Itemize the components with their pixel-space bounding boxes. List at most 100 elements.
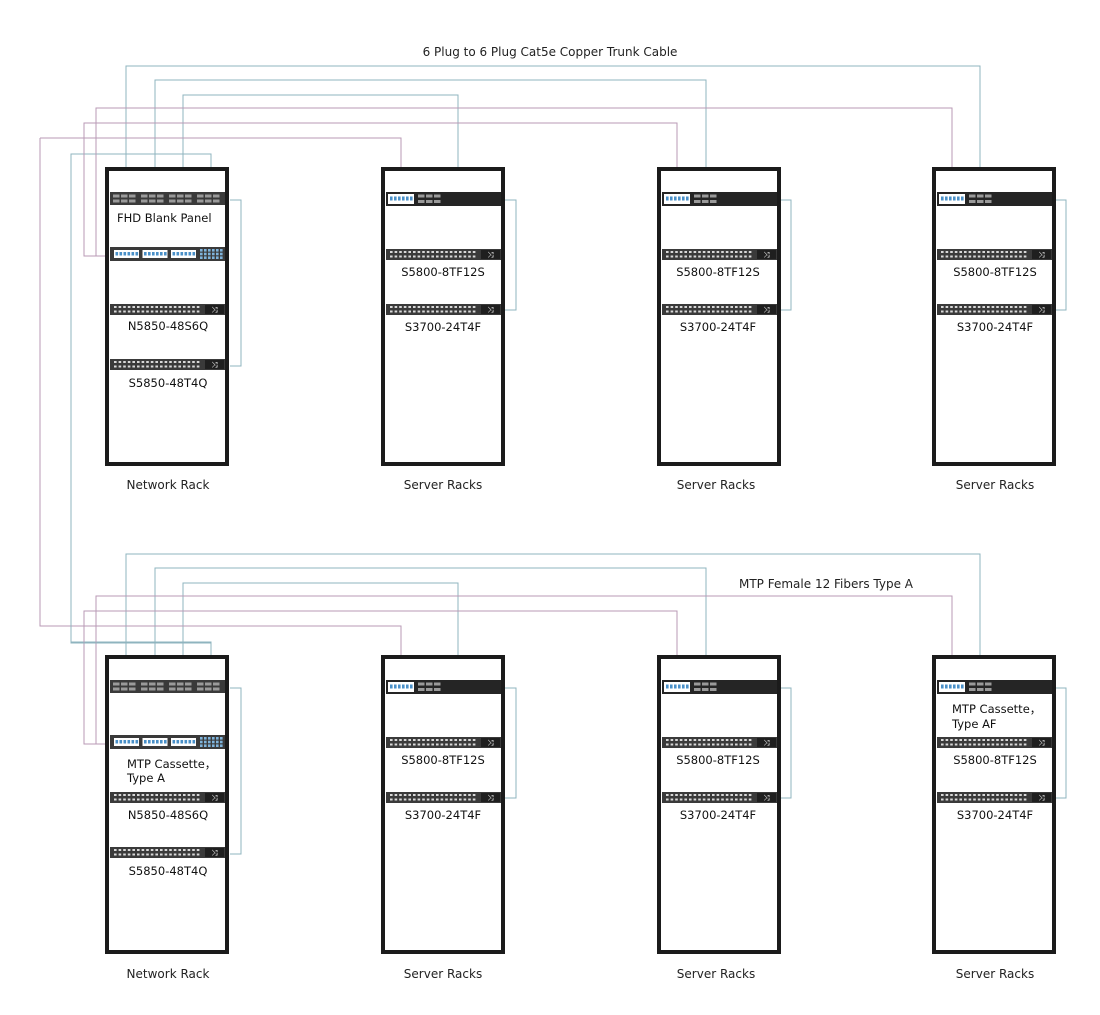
switch-icon: ⤨ [1038,251,1045,260]
top-server-rack-2-top-panel [662,192,777,206]
bottom-server-rack-3-caption: Server Racks [956,967,1034,981]
bottom-server-rack-1-caption: Server Racks [404,967,482,981]
switch-icon: ⤨ [763,794,770,803]
bottom-server-rack-1-switch-2: ⤨ [386,792,501,803]
bottom-mtp-cassette-label-line-2: Type A [126,771,165,785]
top-network-switch-2: ⤨ [110,359,225,370]
bottom-server-rack-1 [381,655,505,954]
switch-icon: ⤨ [1038,306,1045,315]
rack-layer: ⤨ ⤨ ⤨ ⤨ ⤨ ⤨ ⤨ ⤨ ⤨ ⤨ ⤨ ⤨ ⤨ ⤨ ⤨ ⤨ [105,167,1056,954]
bottom-server-rack-3-note-line-1: MTP Cassette， [952,702,1041,716]
bottom-fhd-panel [110,680,225,693]
bottom-server-rack-3-note-line-2: Type AF [951,717,997,731]
bottom-server-rack-1-switch-1-label: S5800-8TF12S [401,753,485,767]
top-server-rack-1-top-panel [386,192,501,206]
bottom-server-bracket-3 [1055,687,1067,799]
bottom-server-bracket-2 [780,687,792,799]
bottom-server-rack-2-switch-2-label: S3700-24T4F [680,808,756,822]
top-server-rack-3-switch-1-label: S5800-8TF12S [953,265,1037,279]
bottom-copper-cable-3 [182,582,459,681]
bottom-mtp-cassette-label-line-1: MTP Cassette， [127,757,216,771]
bottom-network-switch-1: ⤨ [110,792,225,803]
switch-icon: ⤨ [1038,794,1045,803]
cross-row-fiber-cable [39,138,402,681]
top-server-bracket-2 [780,199,792,311]
bottom-server-rack-3-switch-1: ⤨ [937,737,1052,748]
top-server-rack-3-caption: Server Racks [956,478,1034,492]
top-server-bracket-1 [505,199,517,311]
switch-icon: ⤨ [487,739,494,748]
mtp-fiber-cable-caption: MTP Female 12 Fibers Type A [739,577,914,591]
copper-trunk-cable-caption: 6 Plug to 6 Plug Cat5e Copper Trunk Cabl… [423,45,678,59]
switch-icon: ⤨ [211,361,218,370]
bottom-server-rack-1-switch-1: ⤨ [386,737,501,748]
top-server-bracket-3 [1055,199,1067,311]
top-copper-cable-1 [125,65,981,193]
top-server-rack-2-switch-2: ⤨ [662,304,777,315]
top-network-bracket [230,199,242,367]
bottom-server-rack-3-switch-1-label: S5800-8TF12S [953,753,1037,767]
top-server-rack-3 [932,167,1056,466]
switch-icon: ⤨ [487,306,494,315]
top-server-rack-2-caption: Server Racks [677,478,755,492]
bottom-network-switch-2-label: S5850-48T4Q [129,864,208,878]
switch-icon: ⤨ [763,306,770,315]
switch-icon: ⤨ [1038,739,1045,748]
switch-icon: ⤨ [211,306,218,315]
top-server-rack-3-switch-2: ⤨ [937,304,1052,315]
bottom-cassette-panel [110,735,225,749]
bottom-server-rack-2-top-panel [662,680,777,694]
top-network-switch-1-label: N5850-48S6Q [128,319,208,333]
top-network-rack-caption: Network Rack [127,478,210,492]
switch-icon: ⤨ [211,849,218,858]
bottom-network-bracket [230,687,242,855]
top-cassette-panel [110,247,225,261]
top-server-rack-1-switch-1-label: S5800-8TF12S [401,265,485,279]
bottom-server-rack-3-switch-2-label: S3700-24T4F [957,808,1033,822]
switch-icon: ⤨ [763,739,770,748]
top-server-rack-2-switch-1-label: S5800-8TF12S [676,265,760,279]
top-copper-cable-3 [182,94,459,193]
top-network-switch-1: ⤨ [110,304,225,315]
fhd-blank-panel-label: FHD Blank Panel [117,211,212,225]
bottom-server-rack-2 [657,655,781,954]
bottom-server-rack-3-switch-2: ⤨ [937,792,1052,803]
bottom-network-switch-2: ⤨ [110,847,225,858]
top-server-rack-3-top-panel [937,192,1052,206]
top-server-rack-1-caption: Server Racks [404,478,482,492]
top-copper-cable-2 [154,79,707,193]
bottom-fiber-cable-2 [83,610,678,745]
bottom-network-rack [105,655,229,954]
switch-icon: ⤨ [487,794,494,803]
top-fiber-cable-2 [83,122,678,257]
bottom-copper-cable-2 [154,567,707,681]
top-network-rack [105,167,229,466]
top-server-rack-3-switch-1: ⤨ [937,249,1052,260]
switch-icon: ⤨ [487,251,494,260]
top-server-rack-2-switch-1: ⤨ [662,249,777,260]
bottom-server-rack-3-top-panel [937,680,1052,694]
top-server-rack-2-switch-2-label: S3700-24T4F [680,320,756,334]
bottom-copper-cable-1 [125,553,981,681]
bottom-server-rack-1-switch-2-label: S3700-24T4F [405,808,481,822]
bottom-server-rack-3 [932,655,1056,954]
top-network-switch-2-label: S5850-48T4Q [129,376,208,390]
bottom-server-bracket-1 [505,687,517,799]
top-server-rack-1-switch-2: ⤨ [386,304,501,315]
switch-icon: ⤨ [763,251,770,260]
bottom-server-rack-2-switch-1: ⤨ [662,737,777,748]
switch-icon: ⤨ [211,794,218,803]
top-server-rack-1-switch-2-label: S3700-24T4F [405,320,481,334]
bottom-server-rack-2-caption: Server Racks [677,967,755,981]
top-server-rack-1-switch-1: ⤨ [386,249,501,260]
top-server-rack-3-switch-2-label: S3700-24T4F [957,320,1033,334]
bottom-network-rack-caption: Network Rack [127,967,210,981]
bottom-server-rack-1-top-panel [386,680,501,694]
top-server-rack-1 [381,167,505,466]
top-fhd-panel [110,192,225,205]
top-server-rack-2 [657,167,781,466]
bottom-network-switch-1-label: N5850-48S6Q [128,808,208,822]
bottom-server-rack-2-switch-2: ⤨ [662,792,777,803]
bottom-server-rack-2-switch-1-label: S5800-8TF12S [676,753,760,767]
